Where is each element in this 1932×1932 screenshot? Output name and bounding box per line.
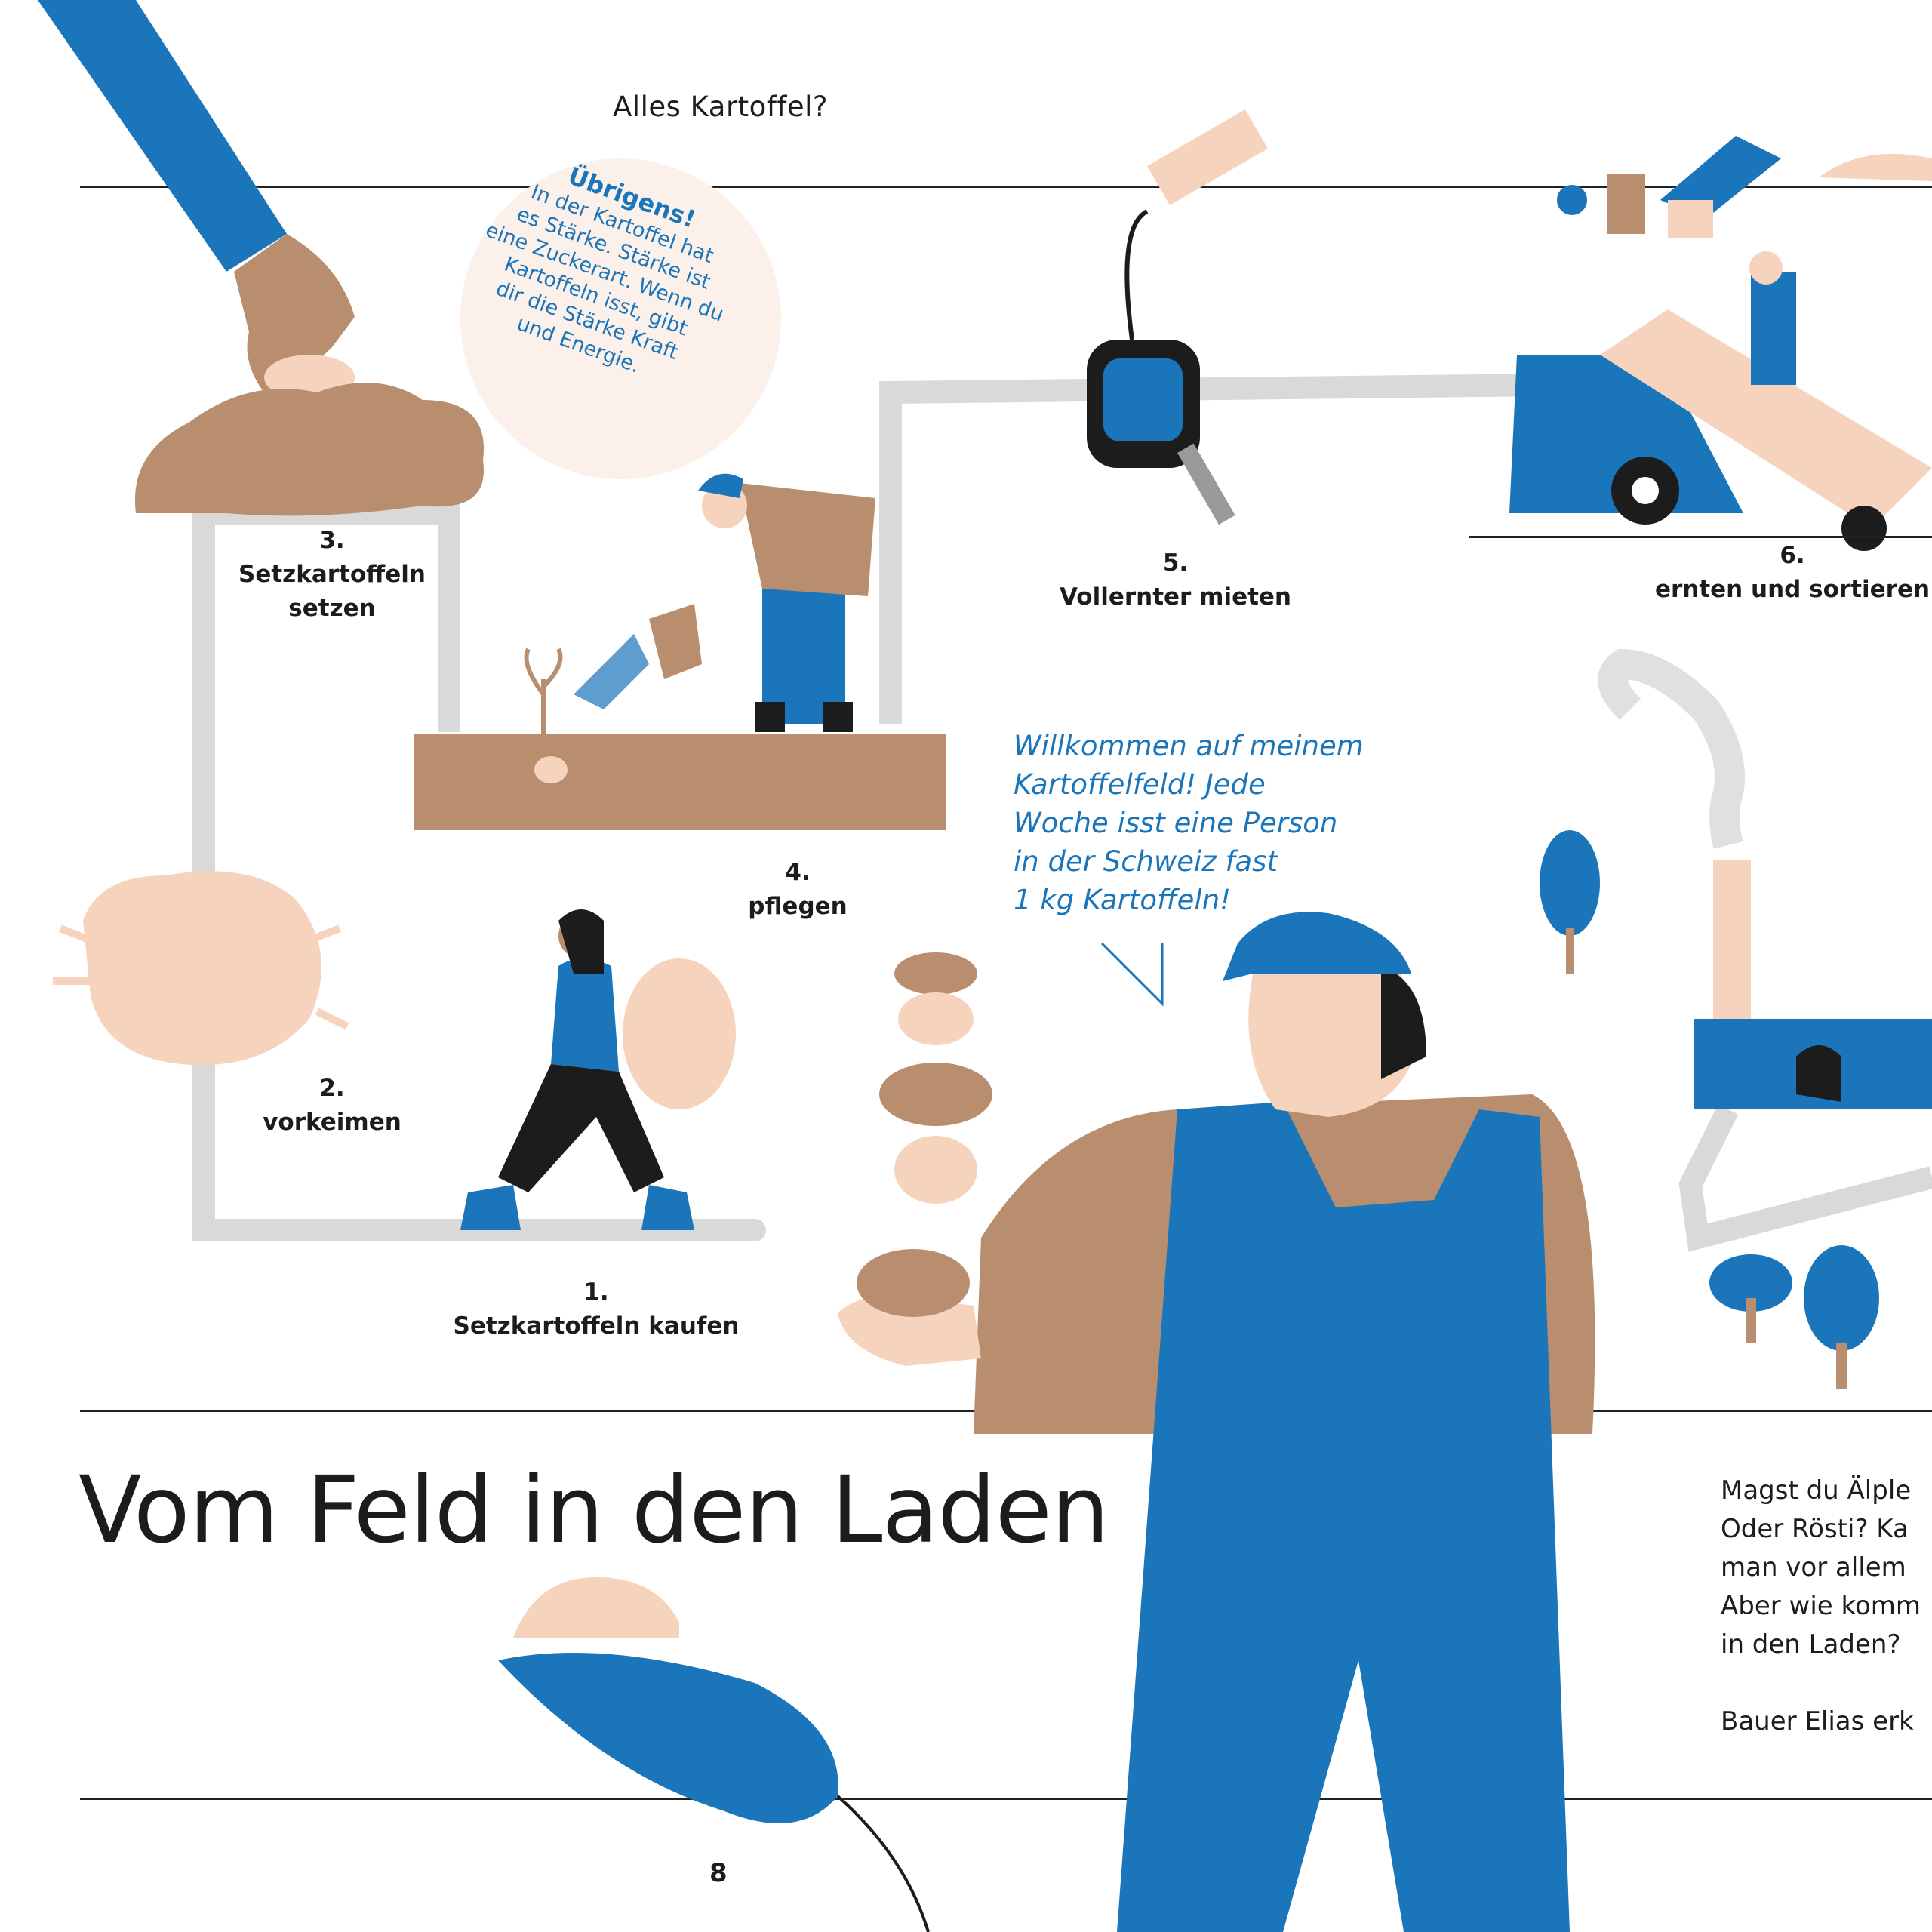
- step-label: Setzkartoffeln: [238, 561, 426, 588]
- watering-farmer-illustration: [574, 473, 875, 732]
- sprouting-potato-illustration: [53, 871, 349, 1066]
- step-5: 5. Vollernter mieten: [1041, 546, 1309, 614]
- intro-text: Magst du Älple Oder Rösti? Ka man vor al…: [1721, 1472, 1921, 1741]
- step-number: 2.: [319, 1075, 345, 1102]
- intro-line: Oder Rösti? Ka: [1721, 1514, 1909, 1544]
- step-label: Vollernter mieten: [1059, 583, 1292, 611]
- step-6: 6. ernten und sortieren: [1645, 539, 1932, 607]
- car-key-icon: [1087, 109, 1268, 525]
- farm-buildings-illustration: [1557, 136, 1932, 238]
- note-circle: [460, 158, 781, 479]
- step-3: 3. Setzkartoffeln setzen: [219, 524, 445, 626]
- speech-tail-icon: [1100, 942, 1164, 1007]
- big-farmer-illustration: [838, 912, 1595, 1932]
- tree-icon: [1540, 830, 1600, 974]
- step-number: 3.: [319, 527, 345, 554]
- step-2: 2. vorkeimen: [226, 1072, 438, 1140]
- step-number: 5.: [1162, 549, 1189, 577]
- intro-line: man vor allem: [1721, 1552, 1906, 1583]
- step-number: 6.: [1780, 542, 1805, 569]
- field-soil: [414, 734, 946, 830]
- speech-line: Woche isst eine Person: [1014, 807, 1338, 839]
- step-number: 4.: [785, 859, 811, 886]
- walking-woman-illustration: [460, 909, 736, 1230]
- step-label: vorkeimen: [263, 1109, 401, 1136]
- step-1: 1. Setzkartoffeln kaufen: [438, 1275, 755, 1343]
- step-label: setzen: [288, 595, 376, 622]
- step-number: 1.: [583, 1278, 609, 1306]
- bottom-rule: [80, 1798, 1932, 1800]
- tree-icon: [1804, 1245, 1879, 1389]
- speech-line: 1 kg Kartoffeln!: [1014, 884, 1231, 916]
- process-path-segment: [1678, 1104, 1932, 1252]
- intro-line: in den Laden?: [1721, 1629, 1901, 1660]
- process-path-segment: [879, 374, 1548, 724]
- intro-line: Aber wie komm: [1721, 1591, 1921, 1621]
- harvester-illustration: [1469, 251, 1932, 551]
- intro-line: Magst du Älple: [1721, 1475, 1912, 1506]
- intro-footer: Bauer Elias erk: [1721, 1706, 1914, 1737]
- step-4: 4. pflegen: [722, 856, 873, 924]
- sprout-icon: [524, 648, 563, 734]
- page-title: Vom Feld in den Laden: [78, 1457, 1109, 1564]
- page-number: 8: [709, 1858, 728, 1888]
- tree-icon: [1709, 1254, 1792, 1343]
- speech-line: in der Schweiz fast: [1014, 845, 1278, 878]
- farmer-speech: Willkommen auf meinem Kartoffelfeld! Jed…: [1014, 727, 1364, 919]
- process-path: [192, 517, 766, 1241]
- factory-illustration: [1598, 648, 1932, 1109]
- soil-mound: [134, 383, 484, 516]
- step-label: ernten und sortieren: [1654, 576, 1930, 603]
- step-label: Setzkartoffeln kaufen: [453, 1312, 740, 1340]
- page-header: Alles Kartoffel?: [613, 91, 829, 123]
- step-label: pflegen: [748, 893, 848, 920]
- planting-hand-illustration: [38, 0, 355, 400]
- speech-line: Kartoffelfeld! Jede: [1014, 768, 1266, 801]
- speech-line: Willkommen auf meinem: [1014, 730, 1364, 762]
- leaf-beetle-illustration: [498, 1577, 930, 1932]
- top-rule: [80, 186, 1932, 188]
